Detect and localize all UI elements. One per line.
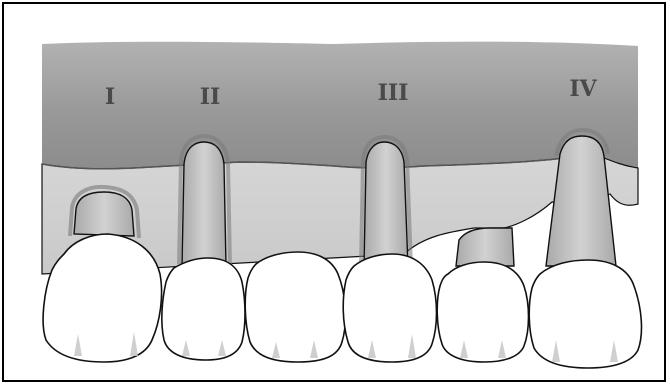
tooth-6-crown — [529, 260, 641, 368]
tooth-5-crown — [437, 262, 528, 362]
label-class-ii: II — [200, 84, 221, 110]
tooth-1-root — [74, 192, 134, 236]
label-class-iii: III — [378, 80, 409, 106]
tooth-4-root — [364, 142, 408, 266]
tooth-3-crown — [245, 252, 345, 362]
label-class-i: I — [105, 84, 115, 110]
recession-classes-diagram: I II III IV — [4, 4, 664, 380]
illustration-frame: I II III IV — [2, 2, 666, 382]
tooth-2-root — [182, 142, 226, 266]
label-class-iv: IV — [569, 76, 597, 102]
alveolar-mucosa — [42, 42, 638, 169]
tooth-5-root — [456, 228, 514, 266]
tooth-4-crown — [343, 254, 436, 362]
tooth-2-crown — [162, 258, 245, 360]
